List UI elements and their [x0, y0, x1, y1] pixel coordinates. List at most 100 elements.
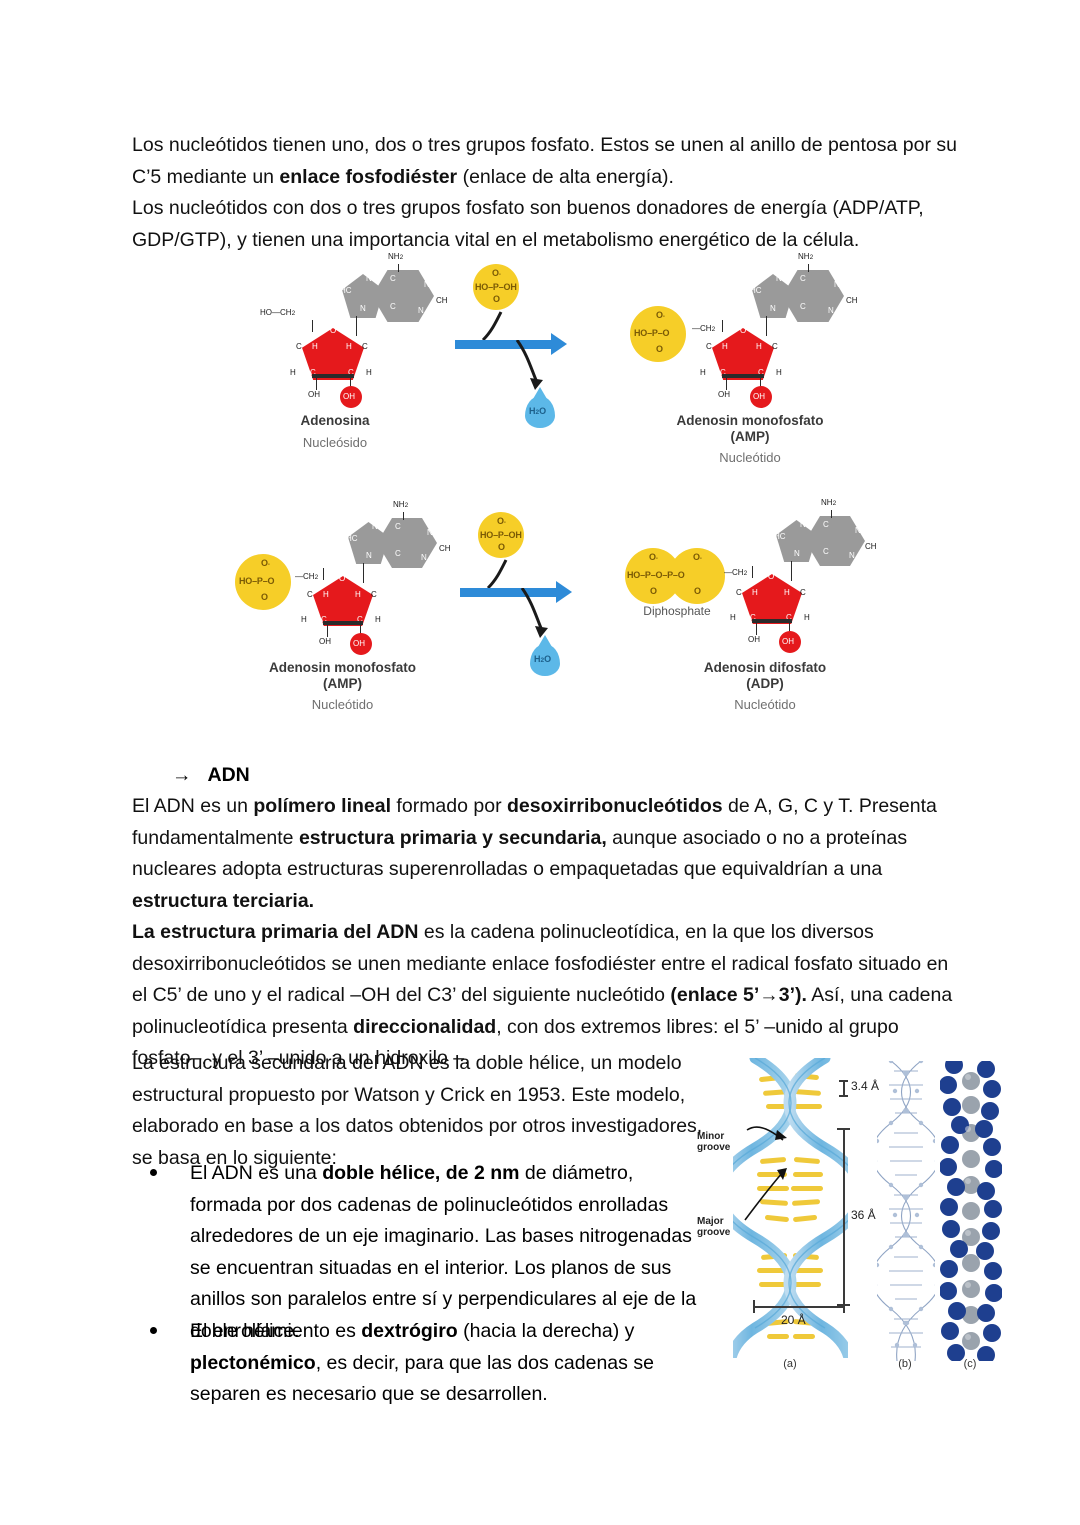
bond-nh2 — [808, 264, 810, 272]
hydroxyl-2prime-highlight — [750, 386, 772, 408]
bullet-2-b2: plectonémico — [190, 1351, 316, 1374]
atom-oh-right: OH — [753, 392, 765, 401]
panel-c-label: (c) — [963, 1358, 977, 1370]
intro-p1-bold: enlace fosfodiéster — [279, 165, 458, 188]
atom-c-2: C — [395, 549, 401, 558]
major-groove-label: Major groove — [697, 1216, 730, 1238]
atom-ch2: —CH2 — [692, 324, 716, 333]
bullet-1-t2: de diámetro, formada por dos cadenas de … — [190, 1162, 697, 1342]
atom-c-2: C — [823, 547, 829, 556]
reaction-arrow-head — [556, 581, 572, 603]
atom-c-bottom-left: C — [750, 613, 756, 622]
rise-tick-top — [839, 1080, 848, 1082]
bond-oh-right — [760, 378, 762, 388]
atom-n-4: N — [828, 306, 834, 315]
rise-tick-bottom — [839, 1095, 848, 1097]
pitch-label: 36 Å — [851, 1208, 876, 1222]
adn-p2-b3: direccionalidad — [353, 1015, 497, 1038]
atom-n-4: N — [418, 306, 424, 315]
adn-p3-text: La estructura secundaria del ADN es la d… — [132, 1052, 703, 1169]
atom-hc: HC — [774, 532, 786, 541]
atom-oh-left: OH — [718, 390, 730, 399]
minor-groove-line2: groove — [697, 1142, 731, 1153]
atom-oh-right: OH — [782, 637, 794, 646]
atom-o-ring: O — [339, 574, 346, 583]
arrow-bullet-icon: → — [172, 764, 192, 786]
adn-paragraph-1: El ADN es un polímero lineal formado por… — [132, 791, 960, 917]
bond-nh2 — [398, 264, 400, 272]
phosphate-label-center: HO–P–OH — [480, 530, 522, 540]
bond-nh2 — [403, 512, 405, 520]
atom-n-1: N — [776, 274, 782, 283]
atom-h-right: H — [355, 590, 361, 599]
atom-c-1: C — [823, 520, 829, 529]
atom-c-right: C — [371, 590, 377, 599]
bond-ch2-ring — [752, 566, 754, 578]
atom-n-1: N — [366, 274, 372, 283]
atom-c-right: C — [772, 342, 778, 351]
atom-c-bottom-left: C — [321, 615, 327, 624]
reaction-arrow-group-1: O- HO–P–OH O H2O — [455, 264, 615, 454]
molecule-adenosina: NH2 N C N HC N C N CH HO—CH2 O C C H H H… — [260, 250, 460, 450]
minor-groove-line1: Minor — [697, 1131, 725, 1142]
adn-p1-b3: estructura primaria y secundaria, — [298, 826, 607, 849]
atom-ch: CH — [436, 296, 448, 305]
adn-p1-t1: El ADN es un — [132, 795, 254, 817]
atom-h-lower-left: H — [290, 368, 296, 377]
adn-heading-row: → ADN — [172, 760, 250, 792]
atom-ch: CH — [439, 544, 451, 553]
atom-c-1: C — [390, 274, 396, 283]
atom-oh-right: OH — [343, 392, 355, 401]
diameter-dimension-line — [753, 1306, 845, 1308]
list-item: El enrollamiento es dextrógiro (hacia la… — [150, 1316, 710, 1411]
adn-paragraph-3: La estructura secundaria del ADN es la d… — [132, 1048, 712, 1174]
bond-oh-right — [350, 378, 352, 388]
atom-c-2: C — [390, 302, 396, 311]
water-byproduct — [530, 644, 560, 676]
reaction-figure-adenosina-to-amp: NH2 N C N HC N C N CH HO—CH2 O C C H H H… — [260, 250, 880, 465]
bond-base-sugar — [766, 316, 768, 336]
major-groove-line1: Major — [697, 1216, 724, 1227]
caption-amp-line1: Adenosin monofosfato — [676, 413, 824, 428]
list-item: El ADN es una doble hélice, de 2 nm de d… — [150, 1158, 710, 1347]
intro-p1-text-b: (enlace de alta energía). — [457, 165, 674, 188]
atom-n-3: N — [794, 549, 800, 558]
reaction-arrow-group-2: O- HO–P–OH O H2O — [460, 512, 620, 702]
bullet-dot-icon — [150, 1327, 157, 1334]
minor-groove-label: Minor groove — [697, 1131, 730, 1153]
bullet-2-b1: dextrógiro — [361, 1320, 458, 1342]
adn-heading-label: ADN — [207, 764, 250, 786]
caption-adp-line1: Adenosin difosfato — [703, 660, 827, 675]
bullet-dot-icon — [150, 1169, 157, 1176]
adn-p2-b1: La estructura primaria del ADN — [132, 921, 419, 943]
phosphate-label-center: HO–P–O — [634, 328, 670, 338]
byproduct-curve-arrow — [515, 340, 543, 390]
adn-p1-t4: aunque asociado o no a proteínas nuclear… — [132, 826, 908, 881]
intro-paragraph-2: Los nucleótidos con dos o tres grupos fo… — [132, 193, 960, 256]
atom-o-ring: O — [740, 326, 747, 335]
reagent-curve-arrow — [486, 559, 508, 590]
hydroxyl-2prime-highlight — [779, 631, 801, 653]
phosphate-label-o-top: O- — [497, 516, 506, 526]
atom-n-2: N — [855, 526, 861, 535]
phosphate-label-o-top: O- — [656, 310, 665, 320]
adn-paragraph-2: La estructura primaria del ADN es la cad… — [132, 917, 960, 1075]
panel-b-label: (b) — [898, 1358, 912, 1370]
atom-hc: HC — [750, 286, 762, 295]
dna-panel-c-space-filling — [940, 1061, 1002, 1361]
panel-a-label: (a) — [783, 1358, 797, 1370]
atom-oh-left: OH — [308, 390, 320, 399]
bond-ch2-ring — [722, 320, 724, 332]
rise-dimension-line — [843, 1080, 845, 1096]
caption-amp-line1: Adenosin monofosfato — [269, 660, 416, 675]
adn-p2-t1: es la cadena polinucleotídica, en la que… — [132, 921, 949, 1006]
atom-oh-right: OH — [353, 639, 365, 648]
atom-o-ring: O — [768, 572, 775, 581]
atom-ch2: —CH2 — [724, 568, 748, 577]
bullet-1-text: El ADN es una doble hélice, de 2 nm de d… — [190, 1158, 710, 1347]
caption-adp-line2: (ADP) — [746, 676, 784, 691]
bullet-2-t2: (hacia la derecha) y — [457, 1320, 635, 1342]
reaction-figure-amp-to-adp: NH2 N C N HC N C N CH O- HO–P–O O —CH2 O… — [235, 498, 877, 715]
atom-c-bottom-left: C — [720, 368, 726, 377]
atom-h-left: H — [722, 342, 728, 351]
